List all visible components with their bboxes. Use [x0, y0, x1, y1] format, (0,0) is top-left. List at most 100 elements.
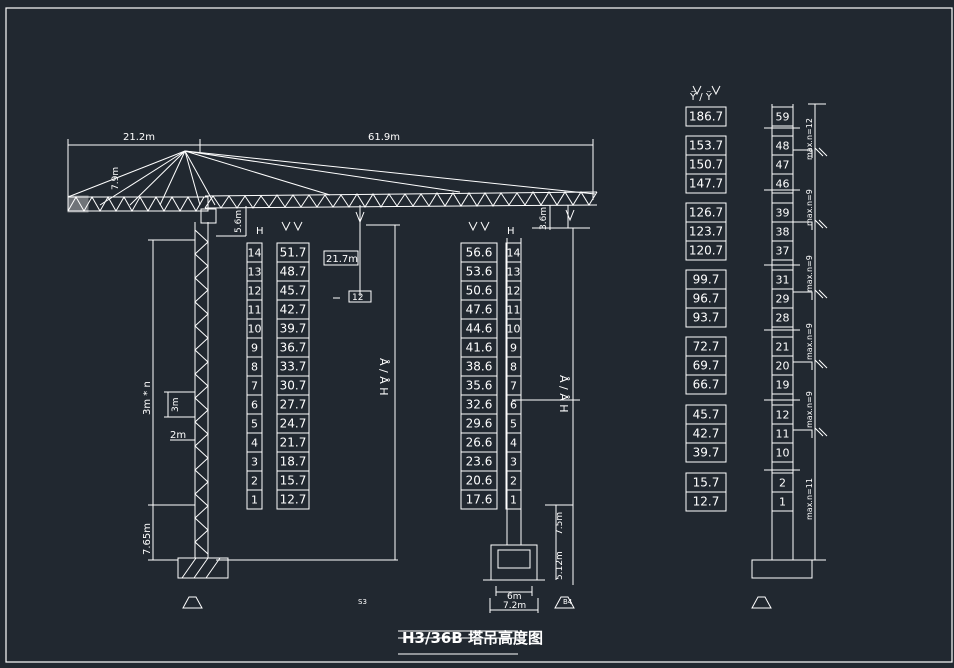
- far-height-cell: 186.7: [689, 110, 723, 124]
- h-cell: 1: [510, 494, 517, 507]
- mast-height-label: 3m * n: [142, 381, 153, 415]
- left-h-header: H: [256, 226, 264, 237]
- far-mast-notes: max.n=12 max.n=9 max.n=9 max.n=9 max.n=9 max.…: [805, 118, 814, 520]
- h-cell: 4: [251, 437, 258, 450]
- mast-section-cell: 29: [776, 293, 790, 306]
- far-height-cell: 126.7: [689, 206, 723, 220]
- max-n-note: max.n=9: [805, 189, 814, 226]
- h-cell: 2: [510, 475, 517, 488]
- right-foundation-height: 5.12m: [555, 551, 565, 580]
- mast-section-cell: 1: [779, 496, 786, 509]
- far-column-symbol: Ÿ / Ÿ: [689, 90, 713, 103]
- mast-section-cell: 37: [776, 245, 790, 258]
- left-height-column: 51.748.745.742.739.736.733.730.727.724.7…: [276, 242, 310, 510]
- far-height-cell: 45.7: [693, 408, 720, 422]
- h-cell: 6: [251, 399, 258, 412]
- h-cell: 11: [507, 304, 521, 317]
- outer-width-label: 7.2m: [503, 601, 526, 611]
- base-height-label: 7.65m: [142, 523, 153, 555]
- far-height-cell: 72.7: [693, 340, 720, 354]
- height-cell: 42.7: [280, 303, 307, 317]
- max-n-note: max.n=9: [805, 391, 814, 428]
- inner-width-label: 6m: [507, 592, 522, 602]
- right-h-header: H: [507, 226, 515, 237]
- h-cell: 14: [507, 247, 521, 260]
- height-cell: 23.6: [466, 455, 493, 469]
- height-cell: 15.7: [280, 474, 307, 488]
- height-cell: 50.6: [466, 284, 493, 298]
- h-cell: 14: [248, 247, 262, 260]
- height-cell: 29.6: [466, 417, 493, 431]
- h-cell: 13: [507, 266, 521, 279]
- far-height-cell: 12.7: [693, 495, 720, 509]
- h-cell: 2: [251, 475, 258, 488]
- max-n-note: max.n=9: [805, 255, 814, 292]
- h-cell: 3: [251, 456, 258, 469]
- mast-section-cell: 11: [776, 428, 790, 441]
- far-height-cell: 147.7: [689, 177, 723, 191]
- height-cell: 24.7: [280, 417, 307, 431]
- far-height-cell: 39.7: [693, 446, 720, 460]
- h-cell: 5: [251, 418, 258, 431]
- max-n-note: max.n=9: [805, 323, 814, 360]
- cap-height-label: 5.6m: [234, 210, 244, 233]
- mast-section-cell: 20: [776, 360, 790, 373]
- far-height-cell: 66.7: [693, 378, 720, 392]
- height-cell: 26.6: [466, 436, 493, 450]
- height-cell: 45.7: [280, 284, 307, 298]
- wall-ties: [764, 127, 828, 471]
- height-cell: 47.6: [466, 303, 493, 317]
- mast-section-cell: 10: [776, 447, 790, 460]
- far-height-cell: 120.7: [689, 244, 723, 258]
- mast-section-cell: 19: [776, 379, 790, 392]
- h-cell: 5: [510, 418, 517, 431]
- h-cell: 7: [510, 380, 517, 393]
- max-n-note: max.n=11: [805, 478, 814, 520]
- hook-distance: 21.7m: [326, 254, 358, 265]
- mast-section-cell: 39: [776, 207, 790, 220]
- counter-jib-length: 21.2m: [123, 132, 155, 143]
- mast-section-cell: 2: [779, 477, 786, 490]
- mast-section-cell: 12: [776, 409, 790, 422]
- height-cell: 51.7: [280, 246, 307, 260]
- height-cell: 17.6: [466, 493, 493, 507]
- height-cell: 33.7: [280, 360, 307, 374]
- height-cell: 44.6: [466, 322, 493, 336]
- hook-count: 12: [352, 293, 363, 303]
- height-cell: 27.7: [280, 398, 307, 412]
- far-height-cell: 123.7: [689, 225, 723, 239]
- h-cell: 10: [248, 323, 262, 336]
- base-mark-left: S3: [358, 598, 367, 606]
- mast-section-cell: 21: [776, 341, 790, 354]
- main-jib-length: 61.9m: [368, 132, 400, 143]
- h-cell: 12: [248, 285, 262, 298]
- far-height-cell: 69.7: [693, 359, 720, 373]
- height-cell: 56.6: [466, 246, 493, 260]
- height-cell: 38.6: [466, 360, 493, 374]
- height-cell: 20.6: [466, 474, 493, 488]
- h-cell: 10: [507, 323, 521, 336]
- base-mark-right: B4: [563, 598, 573, 606]
- trolley-gap-label: 3.6m: [539, 207, 549, 230]
- far-height-cell: 42.7: [693, 427, 720, 441]
- right-height-column: 56.653.650.647.644.641.638.635.632.629.6…: [460, 242, 498, 510]
- height-cell: 41.6: [466, 341, 493, 355]
- max-n-note: max.n=12: [805, 118, 814, 160]
- h-cell: 9: [510, 342, 517, 355]
- head-height-label: 7.9m: [111, 167, 121, 190]
- height-cell: 53.6: [466, 265, 493, 279]
- h-cell: 6: [510, 399, 517, 412]
- height-cell: 30.7: [280, 379, 307, 393]
- h-cell: 12: [507, 285, 521, 298]
- h-cell: 1: [251, 494, 258, 507]
- height-cell: 12.7: [280, 493, 307, 507]
- height-cell: 36.7: [280, 341, 307, 355]
- far-height-cell: 93.7: [693, 311, 720, 325]
- h-cell: 13: [248, 266, 262, 279]
- h-cell: 3: [510, 456, 517, 469]
- h-cell: 8: [510, 361, 517, 374]
- far-height-cell: 96.7: [693, 292, 720, 306]
